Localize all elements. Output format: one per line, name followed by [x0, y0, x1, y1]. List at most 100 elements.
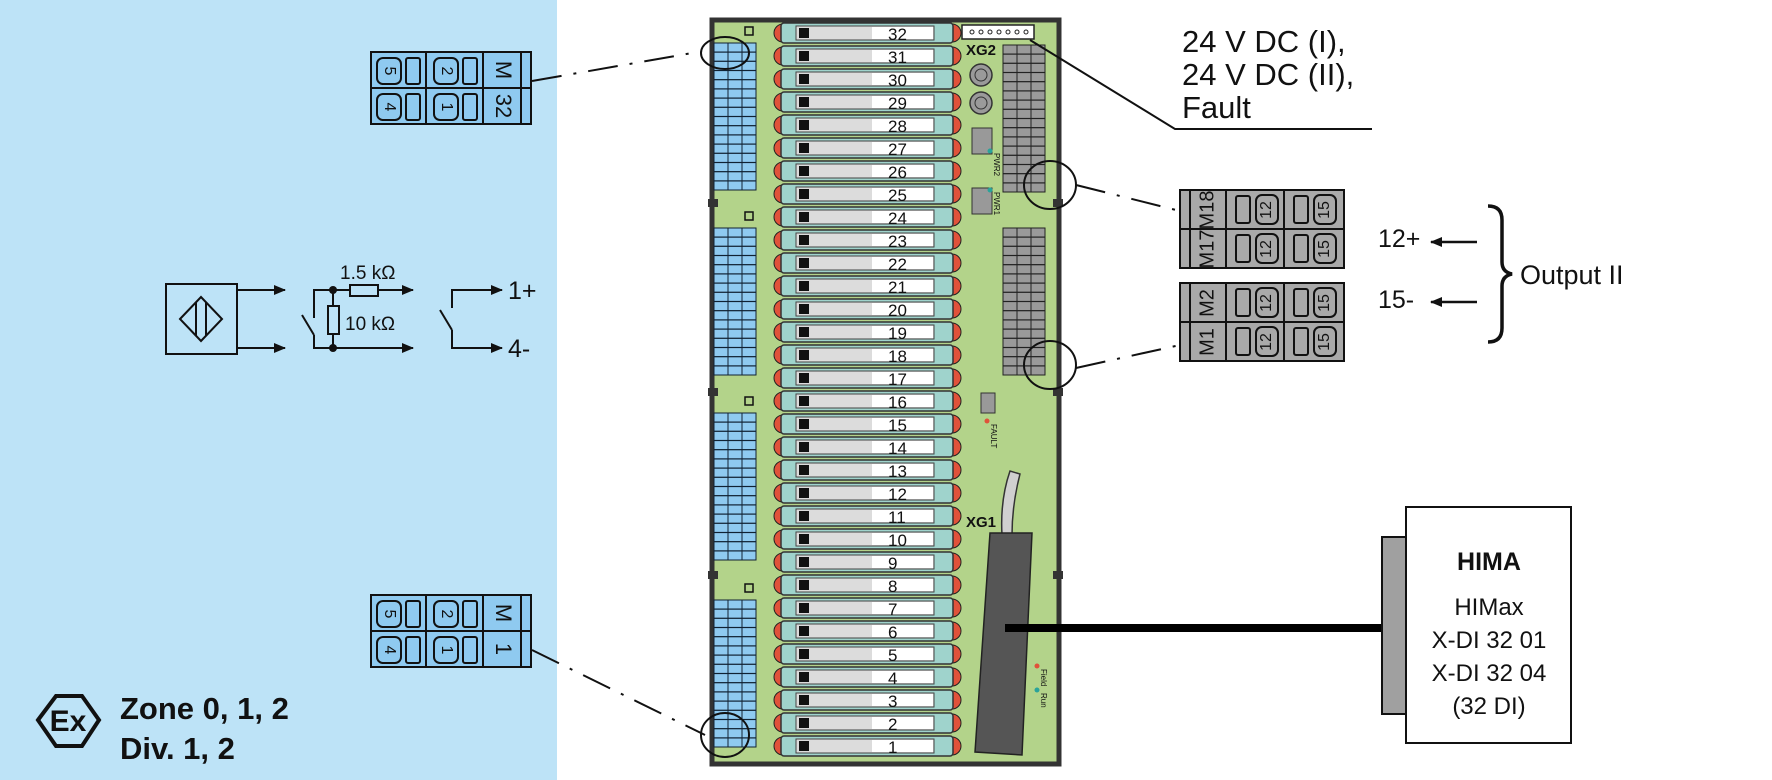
io-module[interactable]: 28 — [773, 114, 962, 136]
module-logo-icon — [799, 74, 809, 84]
io-module[interactable]: 10 — [773, 528, 962, 550]
module-channel-number: 14 — [888, 439, 907, 458]
io-module[interactable]: 14 — [773, 436, 962, 458]
output-terminal-number: 12 — [1258, 333, 1275, 351]
module-logo-icon — [799, 166, 809, 176]
output-terminal-strip[interactable] — [1002, 227, 1046, 376]
module-logo-icon — [799, 189, 809, 199]
output-module-label: M17 — [1196, 230, 1218, 269]
field-terminal-strip[interactable] — [713, 599, 757, 748]
hima-model: HIMax — [1454, 594, 1523, 621]
xg1-connector[interactable] — [974, 532, 1033, 756]
io-module[interactable]: 1 — [773, 735, 962, 757]
io-module[interactable]: 23 — [773, 229, 962, 251]
io-module[interactable]: 8 — [773, 574, 962, 596]
io-module[interactable]: 21 — [773, 275, 962, 297]
module-logo-icon — [799, 580, 809, 590]
output-module-label: M18 — [1196, 191, 1218, 230]
module-logo-icon — [799, 212, 809, 222]
io-module[interactable]: 16 — [773, 390, 962, 412]
leader-line-output-upper — [1075, 184, 1181, 212]
terminal-number: 2 — [438, 610, 455, 619]
io-module[interactable]: 17 — [773, 367, 962, 389]
io-module[interactable]: 27 — [773, 137, 962, 159]
field-terminal-strip[interactable] — [713, 42, 757, 191]
field-terminal-strip[interactable] — [713, 227, 757, 376]
module-channel-number: 29 — [888, 94, 907, 113]
io-module[interactable]: 2 — [773, 712, 962, 734]
io-module[interactable]: 24 — [773, 206, 962, 228]
terminal-number: 1 — [438, 103, 455, 112]
module-channel-number: 9 — [888, 554, 897, 573]
io-module[interactable]: 3 — [773, 689, 962, 711]
io-module[interactable]: 18 — [773, 344, 962, 366]
module-channel-number: 1 — [888, 738, 897, 757]
io-module[interactable]: 6 — [773, 620, 962, 642]
output-terminal-strip[interactable] — [1002, 44, 1046, 193]
io-module[interactable]: 22 — [773, 252, 962, 274]
io-module[interactable]: 31 — [773, 45, 962, 67]
field-terminal-strip[interactable] — [713, 412, 757, 561]
led-pwr2-icon — [987, 148, 993, 154]
terminal-number: 4 — [381, 646, 398, 655]
io-module[interactable]: 5 — [773, 643, 962, 665]
io-module[interactable]: 13 — [773, 459, 962, 481]
module-channel-number: 21 — [888, 278, 907, 297]
io-module[interactable]: 9 — [773, 551, 962, 573]
resistor-series-icon — [349, 284, 379, 297]
module-logo-icon — [799, 465, 809, 475]
module-channel-number: 7 — [888, 600, 897, 619]
module-channel-number: 18 — [888, 347, 907, 366]
module-logo-icon — [799, 51, 809, 61]
io-module[interactable]: 12 — [773, 482, 962, 504]
output-minus-label: 4- — [508, 335, 530, 363]
resistor-series-label: 1.5 kΩ — [340, 263, 395, 284]
fuse-icon — [969, 91, 993, 115]
hima-controller-box[interactable] — [1405, 506, 1572, 744]
io-module[interactable]: 11 — [773, 505, 962, 527]
module-logo-icon — [799, 672, 809, 682]
hima-channel-count: (32 DI) — [1452, 693, 1525, 720]
led-fault-icon — [984, 418, 990, 424]
module-channel-number: 2 — [888, 715, 897, 734]
terminal-number: 1 — [438, 646, 455, 655]
io-module[interactable]: 26 — [773, 160, 962, 182]
hima-module-1: X-DI 32 01 — [1432, 627, 1547, 654]
hima-module-2: X-DI 32 04 — [1432, 660, 1547, 687]
io-module[interactable]: 15 — [773, 413, 962, 435]
module-channel-number: 23 — [888, 232, 907, 251]
led-run-label: Run — [1039, 693, 1048, 708]
module-logo-icon — [799, 695, 809, 705]
module-channel-number: 11 — [888, 508, 906, 527]
io-module[interactable]: 20 — [773, 298, 962, 320]
io-module[interactable]: 4 — [773, 666, 962, 688]
module-logo-icon — [799, 258, 809, 268]
io-module[interactable]: 30 — [773, 68, 962, 90]
module-logo-icon — [799, 350, 809, 360]
io-module[interactable]: 29 — [773, 91, 962, 113]
module-logo-icon — [799, 235, 809, 245]
module-channel-number: 3 — [888, 692, 897, 711]
resistor-parallel-label: 10 kΩ — [345, 314, 395, 335]
xg2-connector[interactable] — [961, 24, 1035, 40]
terminal-marker: M — [491, 61, 516, 79]
module-channel-number: 26 — [888, 163, 907, 182]
module-channel-number: 30 — [888, 71, 907, 90]
module-channel-number: 10 — [888, 531, 907, 550]
division-label: Div. 1, 2 — [120, 731, 235, 766]
module-logo-icon — [799, 373, 809, 383]
io-module[interactable]: 32 — [773, 22, 962, 44]
output-module-label: M2 — [1196, 289, 1218, 317]
io-module[interactable]: 7 — [773, 597, 962, 619]
resistor-parallel-icon — [327, 305, 340, 335]
module-channel-number: 6 — [888, 623, 897, 642]
io-module[interactable]: 19 — [773, 321, 962, 343]
ex-symbol-text: Ex — [50, 705, 87, 738]
io-module[interactable]: 25 — [773, 183, 962, 205]
module-channel-number: 32 — [888, 25, 907, 44]
